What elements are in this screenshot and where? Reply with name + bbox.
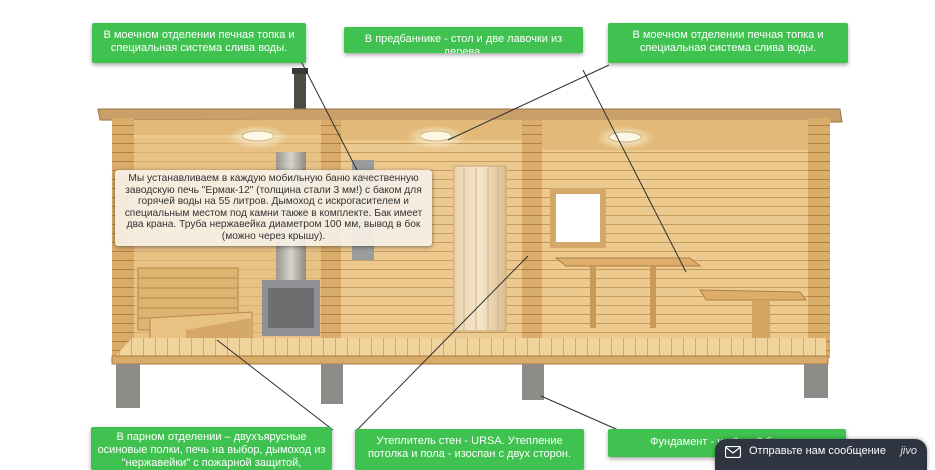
bench <box>699 289 807 301</box>
shower-curtain <box>453 165 507 332</box>
foundation-block <box>321 364 343 404</box>
ceiling-lamp <box>595 126 655 150</box>
mail-icon <box>725 446 741 458</box>
chat-widget-label: Отправьте нам сообщение <box>749 445 886 457</box>
callout-bottom-center: Утеплитель стен - URSA. Утепление потолк… <box>355 429 584 470</box>
window-glass <box>556 194 600 242</box>
floor <box>112 338 826 360</box>
foundation-block <box>522 364 544 400</box>
jivo-logo: jivo <box>900 445 917 457</box>
callout-top-center: В предбаннике - стол и две лавочки из де… <box>344 27 583 53</box>
right-end-wall <box>808 118 830 358</box>
stove-info-box: Мы устанавливаем в каждую мобильную баню… <box>115 170 432 246</box>
roof-slab <box>97 108 843 123</box>
ceiling-lamp <box>406 125 466 149</box>
chimney-pipe <box>294 72 306 116</box>
table-top <box>554 257 702 267</box>
foundation-block <box>804 364 828 398</box>
callout-top-left: В моечном отделении печная топка и специ… <box>92 23 306 63</box>
ceiling-lamp <box>228 125 288 149</box>
floor-beam <box>111 355 829 365</box>
partition-right <box>522 120 542 360</box>
chat-widget-button[interactable]: Отправьте нам сообщение jivo <box>715 439 927 470</box>
pointer-lines <box>216 62 687 434</box>
foundation-block <box>116 364 140 408</box>
callout-bottom-left: В парном отделении – двухъярусные осинов… <box>91 427 332 470</box>
callout-top-right: В моечном отделении печная топка и специ… <box>608 23 848 63</box>
